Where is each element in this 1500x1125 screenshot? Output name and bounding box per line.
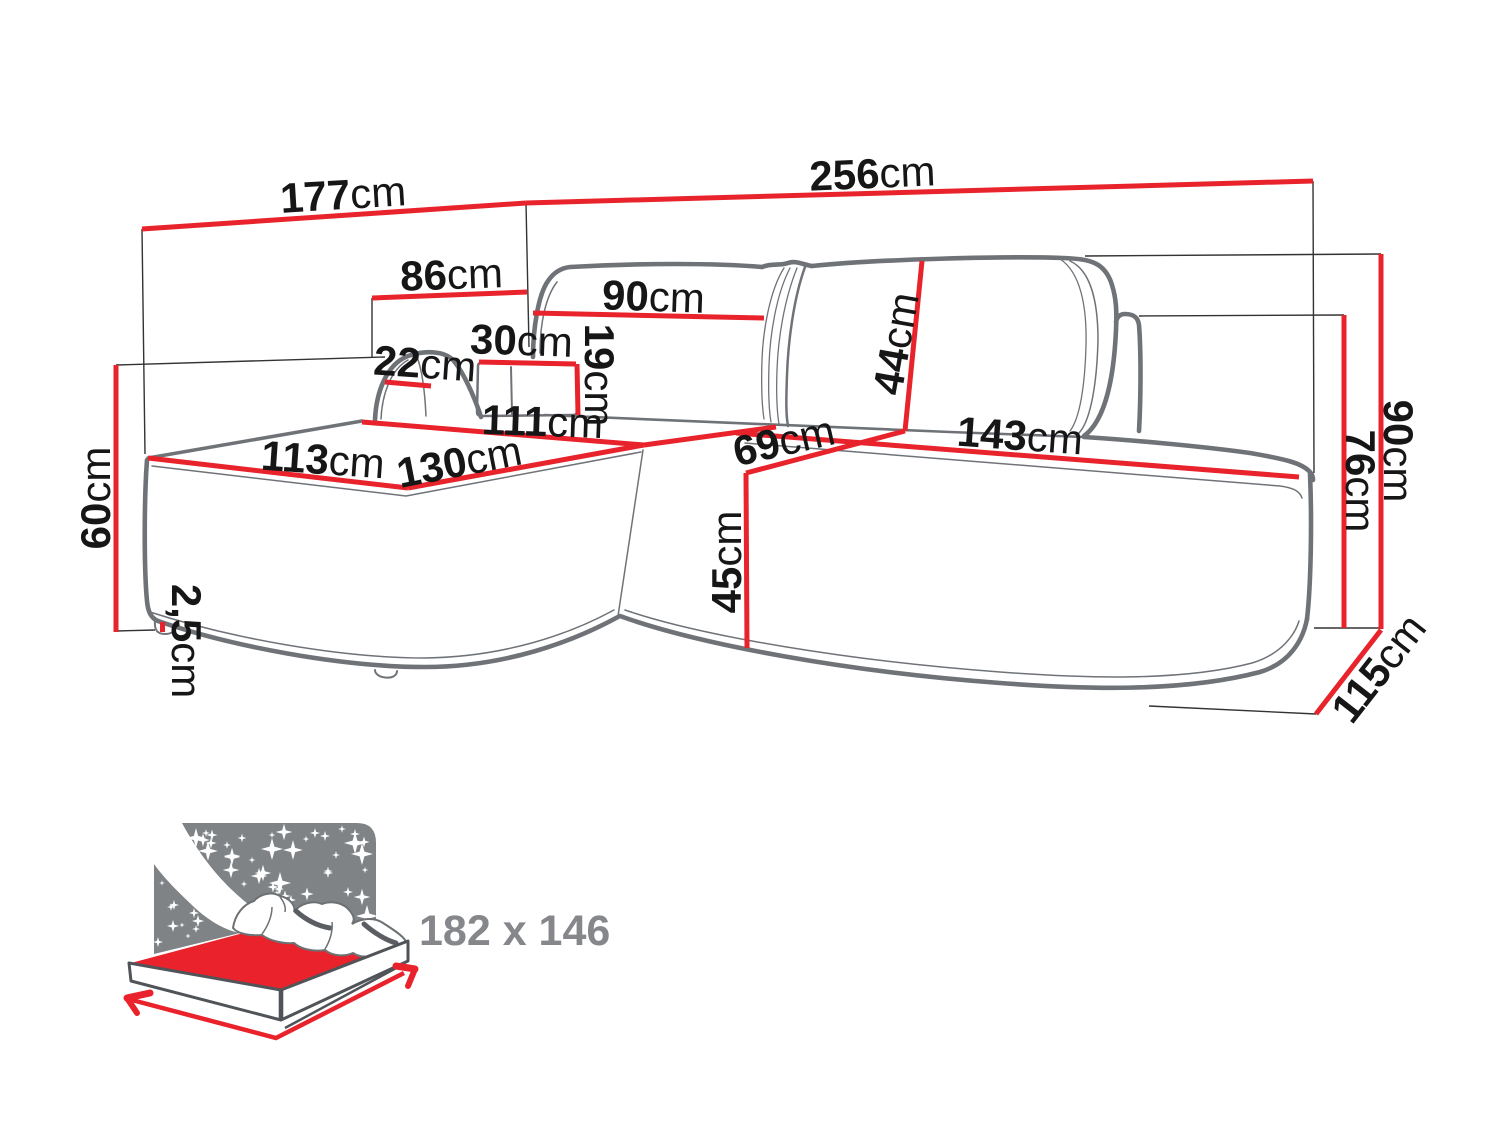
svg-text:2,5cm: 2,5cm — [163, 584, 210, 698]
svg-text:111cm: 111cm — [481, 396, 604, 447]
svg-text:76cm: 76cm — [1337, 430, 1384, 533]
svg-text:19cm: 19cm — [576, 324, 623, 427]
svg-text:256cm: 256cm — [808, 147, 936, 199]
svg-text:86cm: 86cm — [399, 249, 503, 300]
svg-text:45cm: 45cm — [703, 511, 750, 614]
svg-text:44cm: 44cm — [864, 289, 928, 398]
svg-text:60cm: 60cm — [72, 447, 119, 550]
svg-text:90cm: 90cm — [601, 271, 705, 322]
svg-text:182 x 146: 182 x 146 — [419, 907, 610, 955]
svg-text:69cm: 69cm — [728, 406, 839, 475]
svg-text:22cm: 22cm — [372, 337, 478, 391]
svg-text:90cm: 90cm — [1375, 400, 1422, 503]
svg-text:177cm: 177cm — [279, 167, 408, 222]
svg-text:113cm: 113cm — [260, 432, 387, 488]
svg-text:30cm: 30cm — [469, 315, 573, 366]
svg-text:143cm: 143cm — [955, 408, 1084, 464]
